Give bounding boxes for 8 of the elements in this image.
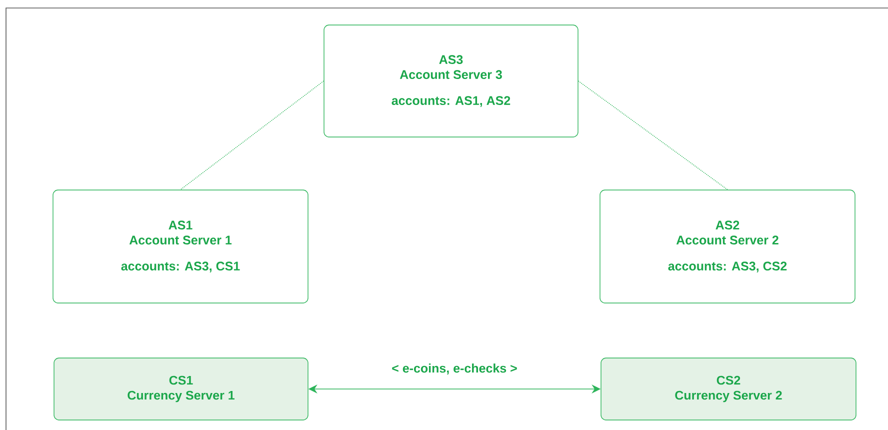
server-box: AS1 Account Server 1 accounts: AS3, CS1: [52, 190, 308, 304]
connector-line: [578, 80, 728, 190]
connector-line: [180, 80, 324, 190]
server-box: AS3 Account Server 3 accounts: AS1, AS2: [324, 24, 578, 138]
server-box: CS1 Currency Server 1: [54, 358, 308, 420]
edge-label: < e-coins, e-checks >: [392, 363, 517, 374]
server-box: CS2 Currency Server 2: [600, 358, 856, 420]
server-box: AS2 Account Server 2 accounts: AS3, CS2: [600, 190, 856, 304]
